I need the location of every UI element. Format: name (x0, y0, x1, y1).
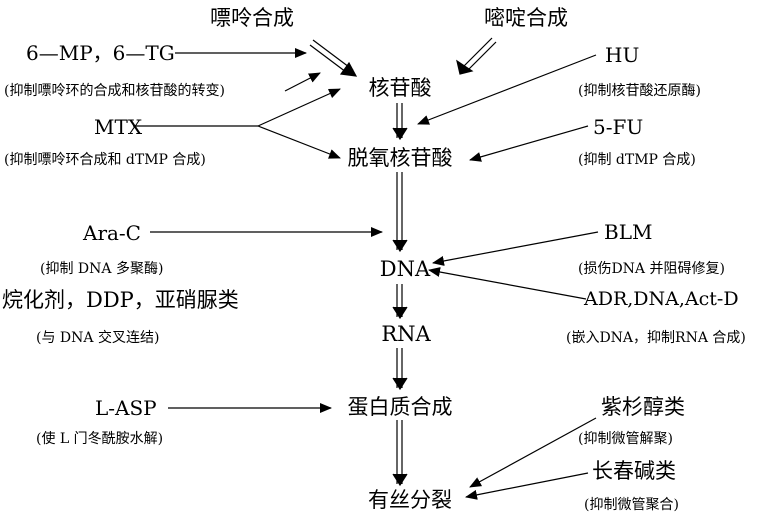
node-mitosis: 有丝分裂 (368, 488, 452, 512)
drug-blm-name: BLM (604, 220, 653, 244)
drug-5fu-name: 5-FU (593, 115, 644, 139)
node-dna: DNA (379, 257, 431, 281)
drug-l-asp-note: (使 L 门冬酰胺水解) (36, 431, 164, 447)
arrow-rna-to-protein (392, 348, 408, 391)
drug-alkylating-note: (与 DNA 交叉连结) (36, 330, 160, 346)
drug-ara-c-note: (抑制 DNA 多聚酶) (40, 261, 164, 277)
arrow-mp-tg-to-nucleotide (284, 72, 321, 92)
arrow-blm (432, 231, 599, 266)
arrow-deoxy-to-dna (392, 172, 408, 253)
arrow-mtx-to-deoxy (257, 125, 341, 159)
drug-5fu-note: (抑制 dTMP 合成) (578, 152, 696, 168)
drug-adr-name: ADR,DNA,Act-D (584, 288, 739, 310)
drug-taxanes-note: (抑制微管解聚) (578, 431, 673, 447)
drug-vinca-note: (抑制微管聚合) (584, 497, 679, 513)
drug-taxanes-name: 紫杉醇类 (601, 395, 685, 419)
node-deoxynucleotide: 脱氧核苷酸 (347, 146, 453, 170)
arrow-mtx-to-nucleotide (257, 88, 341, 127)
drug-mp-tg-name: 6—MP，6—TG (26, 41, 175, 65)
source-pyrimidine-synthesis: 嘧啶合成 (484, 6, 568, 30)
drug-vinca-name: 长春碱类 (592, 459, 676, 483)
drug-hu-note: (抑制核苷酸还原酶) (578, 83, 701, 99)
drug-ara-c-name: Ara-C (83, 221, 141, 245)
arrow-protein-to-mitosis (392, 420, 408, 487)
arrow-nucleotide-to-deoxy (392, 103, 408, 141)
drug-blm-note: (损伤DNA 并阻碍修复) (578, 261, 725, 277)
node-protein-synthesis: 蛋白质合成 (347, 395, 453, 419)
arrow-taxanes (469, 417, 597, 488)
arrow-hu (417, 54, 597, 125)
source-purine-synthesis: 嘌呤合成 (210, 6, 294, 30)
drug-alkylating-name: 烷化剂，DDP，亚硝脲类 (2, 288, 239, 312)
drug-mp-tg-note: (抑制嘌呤环的合成和核苷酸的转变) (4, 83, 225, 99)
arrow-adr (428, 267, 587, 300)
drug-mtx-note: (抑制嘌呤环合成和 dTMP 合成) (4, 152, 206, 168)
drug-adr-note: (嵌入DNA，抑制RNA 合成) (566, 330, 746, 346)
arrow-dna-to-rna (392, 284, 408, 320)
node-rna: RNA (381, 322, 431, 346)
node-nucleotide: 核苷酸 (368, 76, 432, 100)
drug-hu-name: HU (605, 43, 640, 67)
arrow-pyrimidine-to-nucleotide (456, 37, 497, 75)
arrow-purine-to-nucleotide (309, 39, 358, 77)
arrow-vinca (465, 472, 589, 500)
drug-l-asp-name: L-ASP (95, 396, 157, 420)
drug-mtx-name: MTX (94, 115, 143, 139)
arrow-5fu (469, 125, 589, 162)
